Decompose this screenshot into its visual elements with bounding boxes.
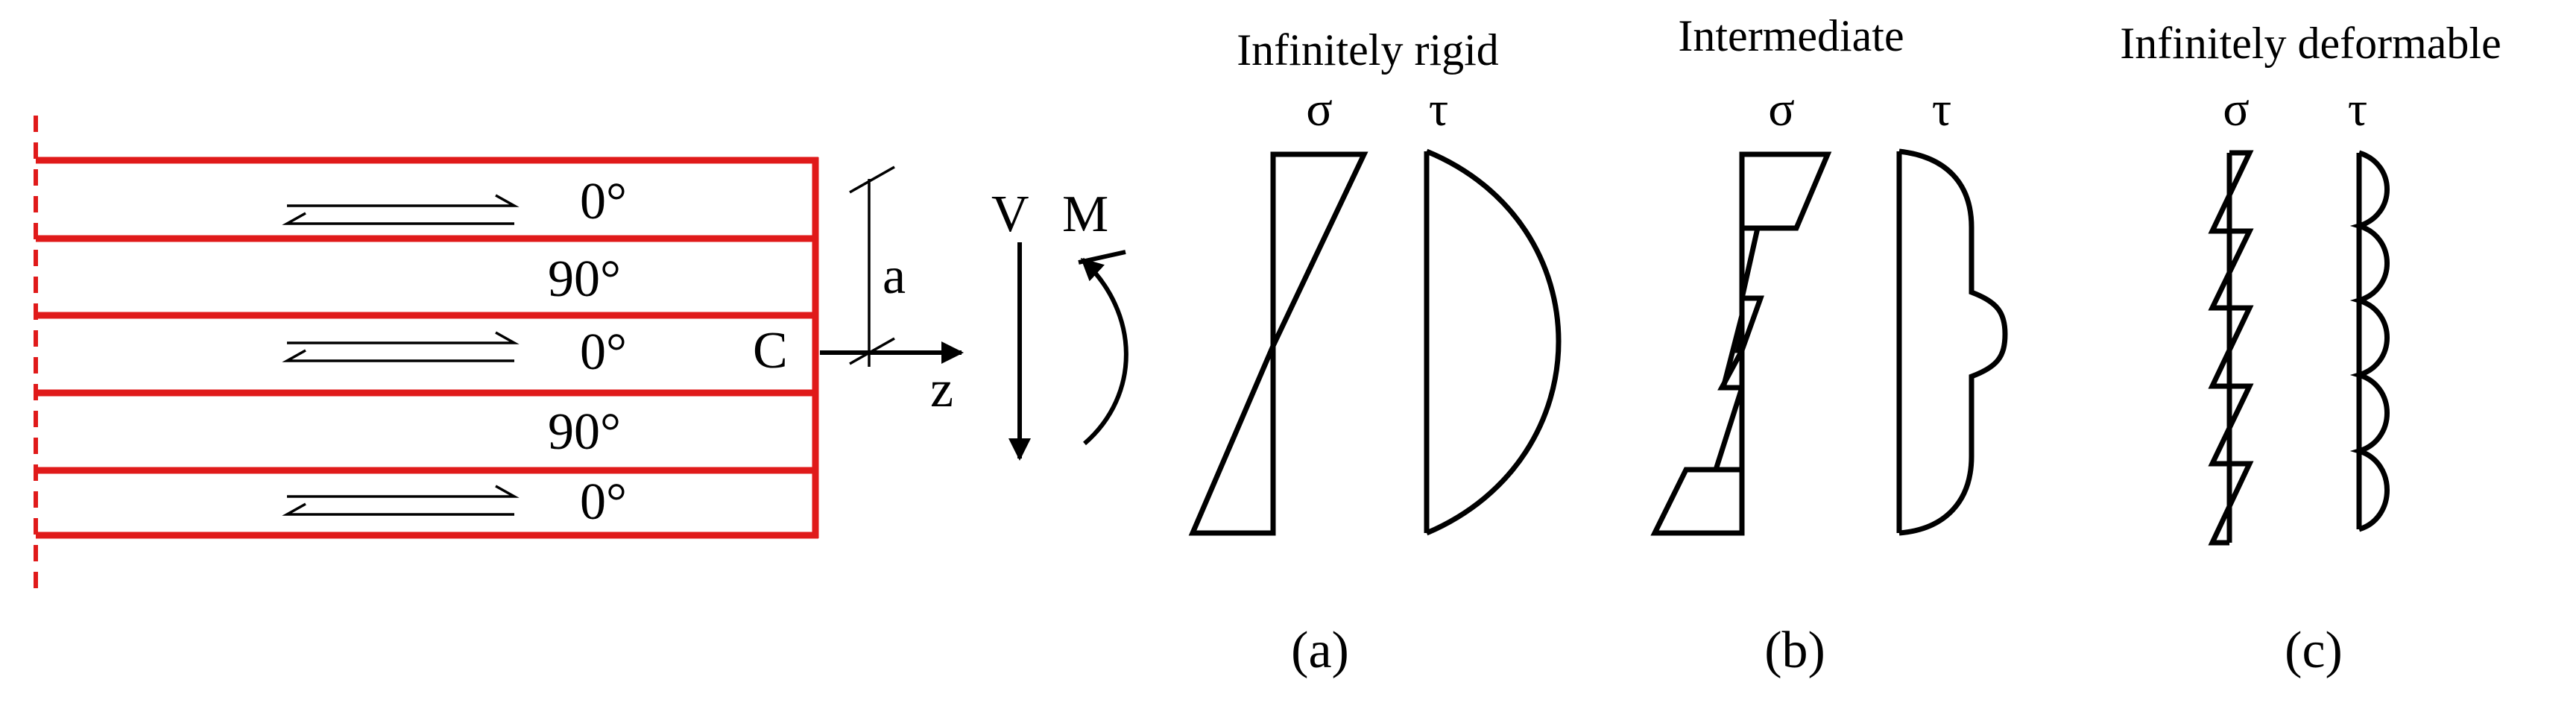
laminate: 0° 90° 0° 90° 0° xyxy=(34,116,819,589)
fiber-arrows-icon xyxy=(282,194,520,225)
case-c: Infinitely deformable σ τ (c) xyxy=(2120,19,2501,679)
case-b-tau-diagram xyxy=(1896,148,2008,536)
ply-angle-5: 0° xyxy=(580,473,627,531)
case-b-sigma-label: σ xyxy=(1768,82,1795,136)
case-c-tau-diagram xyxy=(2349,150,2390,532)
ply-5: 0° xyxy=(282,473,627,531)
z-axis-label: z xyxy=(930,361,953,418)
ply-angle-2: 90° xyxy=(548,250,621,308)
dimension-tick-top xyxy=(849,165,895,194)
case-a-heading: Infinitely rigid xyxy=(1237,25,1499,75)
moment-arrow xyxy=(1080,257,1128,446)
fiber-arrows-icon xyxy=(282,485,520,516)
coordinate-system: C z a xyxy=(753,165,964,418)
ply-4: 90° xyxy=(548,403,621,461)
moment-m-label: M xyxy=(1062,186,1108,243)
case-a-sigma-diagram xyxy=(1188,151,1368,536)
case-c-caption: (c) xyxy=(2285,622,2343,679)
case-a-tau-label: τ xyxy=(1429,82,1449,136)
ply-2: 90° xyxy=(548,250,621,308)
case-c-tau-label: τ xyxy=(2348,82,2368,136)
case-a-sigma-label: σ xyxy=(1306,82,1333,136)
point-c-label: C xyxy=(753,322,788,379)
ply-angle-4: 90° xyxy=(548,403,621,461)
case-b: Intermediate σ τ (b) xyxy=(1650,11,2008,679)
ply-angle-1: 0° xyxy=(580,173,627,230)
dimension-tick-bottom xyxy=(849,337,895,365)
dimension-a-label: a xyxy=(883,248,906,305)
case-b-tau-label: τ xyxy=(1932,82,1952,136)
case-c-heading: Infinitely deformable xyxy=(2120,19,2501,68)
fiber-arrows-icon xyxy=(282,331,520,362)
case-b-heading: Intermediate xyxy=(1678,11,1904,60)
ply-1: 0° xyxy=(282,173,627,230)
ply-angle-3: 0° xyxy=(580,324,627,381)
case-a-caption: (a) xyxy=(1291,622,1349,679)
case-a-tau-diagram xyxy=(1424,148,1562,536)
case-c-sigma-label: σ xyxy=(2223,82,2250,136)
ply-3: 0° xyxy=(282,324,627,381)
case-c-sigma-diagram xyxy=(2208,150,2254,546)
ply-boundaries xyxy=(36,157,819,539)
moment-arrow-tail xyxy=(1078,250,1126,265)
case-b-caption: (b) xyxy=(1764,622,1825,679)
case-a: Infinitely rigid σ τ (a) xyxy=(1188,25,1562,679)
case-b-sigma-diagram xyxy=(1650,151,1832,536)
shear-v-label: V xyxy=(991,186,1029,243)
loads: V M xyxy=(991,186,1128,461)
